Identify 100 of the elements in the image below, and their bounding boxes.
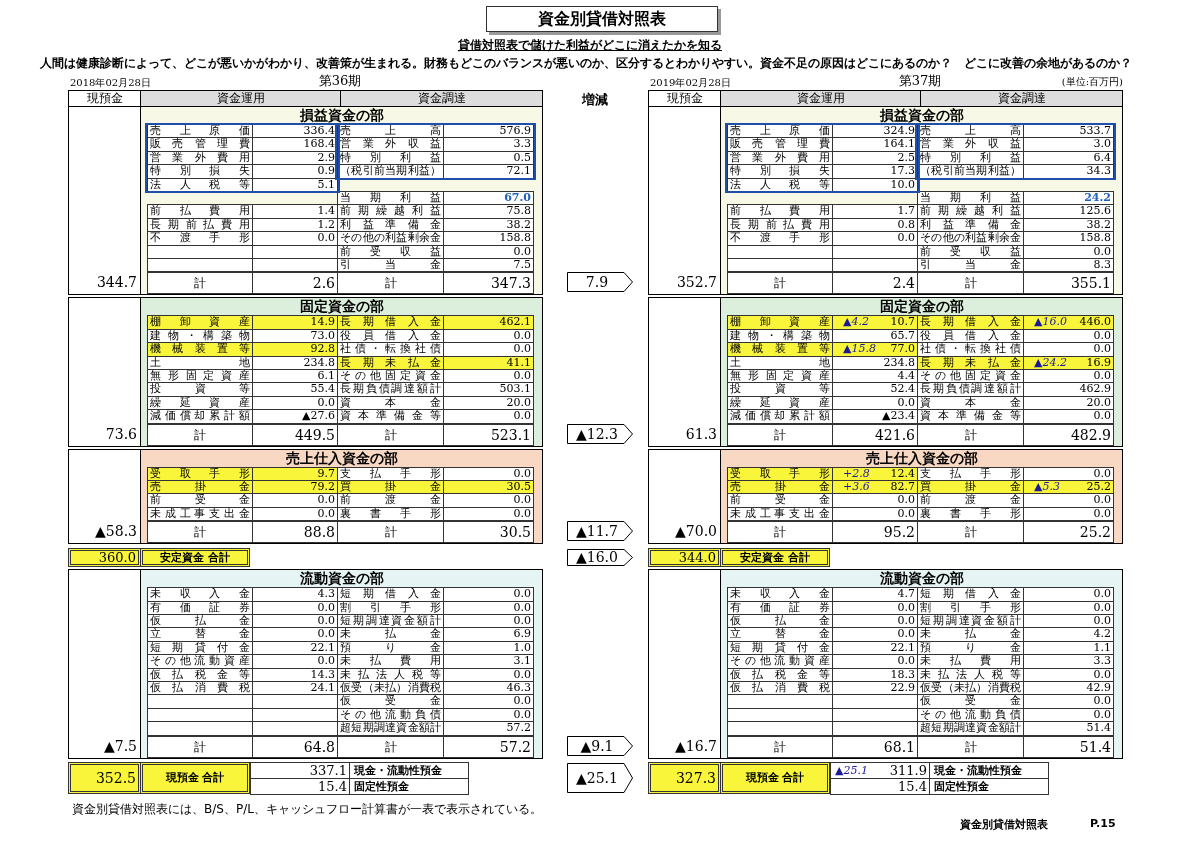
period-label: 第37期 — [897, 72, 943, 90]
amount-value: 0.0 — [443, 493, 534, 508]
amount-value: 25.2 — [1086, 481, 1111, 494]
cash-value: ▲16.7 — [674, 736, 718, 756]
column-header: 増減 — [580, 91, 609, 109]
item-name: 棚卸資産 — [147, 315, 253, 330]
section-heading: 固定資金の部 — [878, 298, 965, 316]
delta-tag: ▲11.7 — [567, 521, 633, 542]
amount-value: 0.0 — [1023, 694, 1114, 709]
amount-value: 0.0 — [443, 466, 534, 481]
date-label: 2019年02月28日 — [650, 76, 731, 90]
amount-value: 7.5 — [443, 258, 534, 273]
amount-value: 3.3 — [443, 137, 534, 152]
item-name: 超短期調達資金額計 — [337, 721, 444, 736]
item-name: 仮受金 — [337, 694, 444, 709]
amount-value: 10.7 — [890, 316, 915, 329]
cash-total-value: 327.3 — [648, 761, 721, 794]
amount-value: 1.7 — [832, 204, 918, 219]
amount-value: 17.3 — [832, 164, 918, 179]
amount-value: 67.0 — [443, 191, 534, 206]
total-label: 計 — [727, 272, 833, 295]
cash-value: 61.3 — [684, 424, 718, 444]
amount-value: 0.0 — [1023, 493, 1114, 508]
cash-value: 344.7 — [95, 273, 138, 293]
total-label: 計 — [147, 735, 253, 758]
item-name: 前払費用 — [727, 204, 833, 219]
item-name: 投資等 — [147, 382, 253, 397]
deposit-label: 固定性預金 — [929, 777, 1049, 795]
amount-value: 24.2 — [1023, 191, 1114, 206]
section-panel — [720, 569, 1123, 759]
item-name: 受取手形 — [727, 466, 833, 481]
amount-value: 12.4 — [890, 467, 915, 480]
item-name: 当期利益 — [337, 191, 444, 206]
section-heading: 損益資金の部 — [878, 107, 965, 124]
amount-value: 0.0 — [443, 587, 534, 602]
amount-value: 51.4 — [1023, 721, 1114, 736]
subtitle: 貸借対照表で儲けた利益がどこに消えたかを知る — [457, 37, 723, 54]
total-label: 計 — [147, 272, 253, 295]
item-name: 支払手形 — [337, 466, 444, 481]
total-value: 57.2 — [443, 735, 534, 758]
date-label: 2018年02月28日 — [70, 76, 151, 90]
amount-value: 462.1 — [443, 315, 534, 330]
item-name: 棚卸資産 — [727, 315, 833, 330]
amount-value: 4.2 — [1023, 627, 1114, 642]
amount-value: 462.9 — [1023, 382, 1114, 397]
cash-value: 352.7 — [675, 273, 718, 293]
total-value: 30.5 — [443, 521, 534, 544]
section-panel — [720, 448, 1123, 545]
item-name: 長期借入金 — [337, 315, 444, 330]
item-name: 前期繰越利益 — [917, 204, 1024, 219]
item-name: 仮受金 — [917, 694, 1024, 709]
total-value: 482.9 — [1023, 423, 1114, 446]
intro-text: 人間は健康診断によって、どこが悪いかがわかり、改善策が生まれる。財務もどこのバランスが悪いのか、区分するとわかりやすい。資金不足の原因はどこにあるのか？ どこに改善の余地があるのか？ — [40, 55, 1133, 72]
amount-value: 0.0 — [252, 493, 338, 508]
amount-value: 337.1 — [250, 761, 350, 779]
delta-tag: ▲25.1 — [567, 762, 633, 793]
item-name: 立替金 — [147, 627, 253, 642]
item-name: 未払金 — [917, 627, 1024, 642]
section-panel — [140, 106, 543, 296]
item-name: 営業外収益 — [337, 137, 444, 152]
amount-value: 0.0 — [1023, 466, 1114, 481]
item-name: 立替金 — [727, 627, 833, 642]
item-name: 当期利益 — [917, 191, 1024, 206]
item-name: 営業外収益 — [917, 137, 1024, 152]
item-name: 未収入金 — [727, 587, 833, 602]
amount-value: 3.0 — [1023, 137, 1114, 152]
amount-value: 15.4 — [830, 777, 930, 795]
amount-value: 158.8 — [443, 231, 534, 246]
amount-value: 0.0 — [1023, 409, 1114, 424]
section-heading: 売上仕入資金の部 — [864, 449, 979, 467]
total-label: 計 — [917, 272, 1024, 295]
item-name: 機械装置等 — [147, 342, 253, 357]
footnote: 資金別貸借対照表には、B/S、P/L、キャッシュフロー計算書が一表で表示されている。 — [72, 800, 542, 818]
amount-value: 125.6 — [1023, 204, 1114, 219]
deposit-label: 現金・流動性預金 — [929, 761, 1049, 779]
item-name: 未払費用 — [917, 654, 1024, 669]
amount-value: 0.0 — [443, 409, 534, 424]
change-value: ▲5.3 — [1034, 481, 1060, 494]
cash-total-value: 352.5 — [68, 761, 141, 794]
item-name: 資本準備金等 — [917, 409, 1024, 424]
item-name: 前払費用 — [147, 204, 253, 219]
change-value: ▲25.1 — [835, 762, 868, 778]
total-label: 計 — [727, 521, 833, 544]
amount-value: 0.0 — [443, 694, 534, 709]
total-value: 2.4 — [832, 272, 918, 295]
amount-value: 1.4 — [252, 204, 338, 219]
amount-value: 4.7 — [832, 587, 918, 602]
amount-value: 0.0 — [443, 342, 534, 357]
item-name: 不渡手形 — [727, 231, 833, 246]
item-name: その他流動資産 — [147, 654, 253, 669]
item-name: 超短期調達資金額計 — [917, 721, 1024, 736]
period-label: 第36期 — [317, 72, 363, 90]
item-name: 長期負債調達額計 — [917, 382, 1024, 397]
section-heading: 流動資金の部 — [298, 570, 385, 588]
item-name: 短期借入金 — [917, 587, 1024, 602]
amount-value: 16.9 — [1086, 356, 1111, 369]
amount-value: 0.0 — [252, 231, 338, 246]
item-name: その他の利益剰余金 — [917, 231, 1024, 246]
amount-value: 3.1 — [443, 654, 534, 669]
amount-value: 55.4 — [252, 382, 338, 397]
